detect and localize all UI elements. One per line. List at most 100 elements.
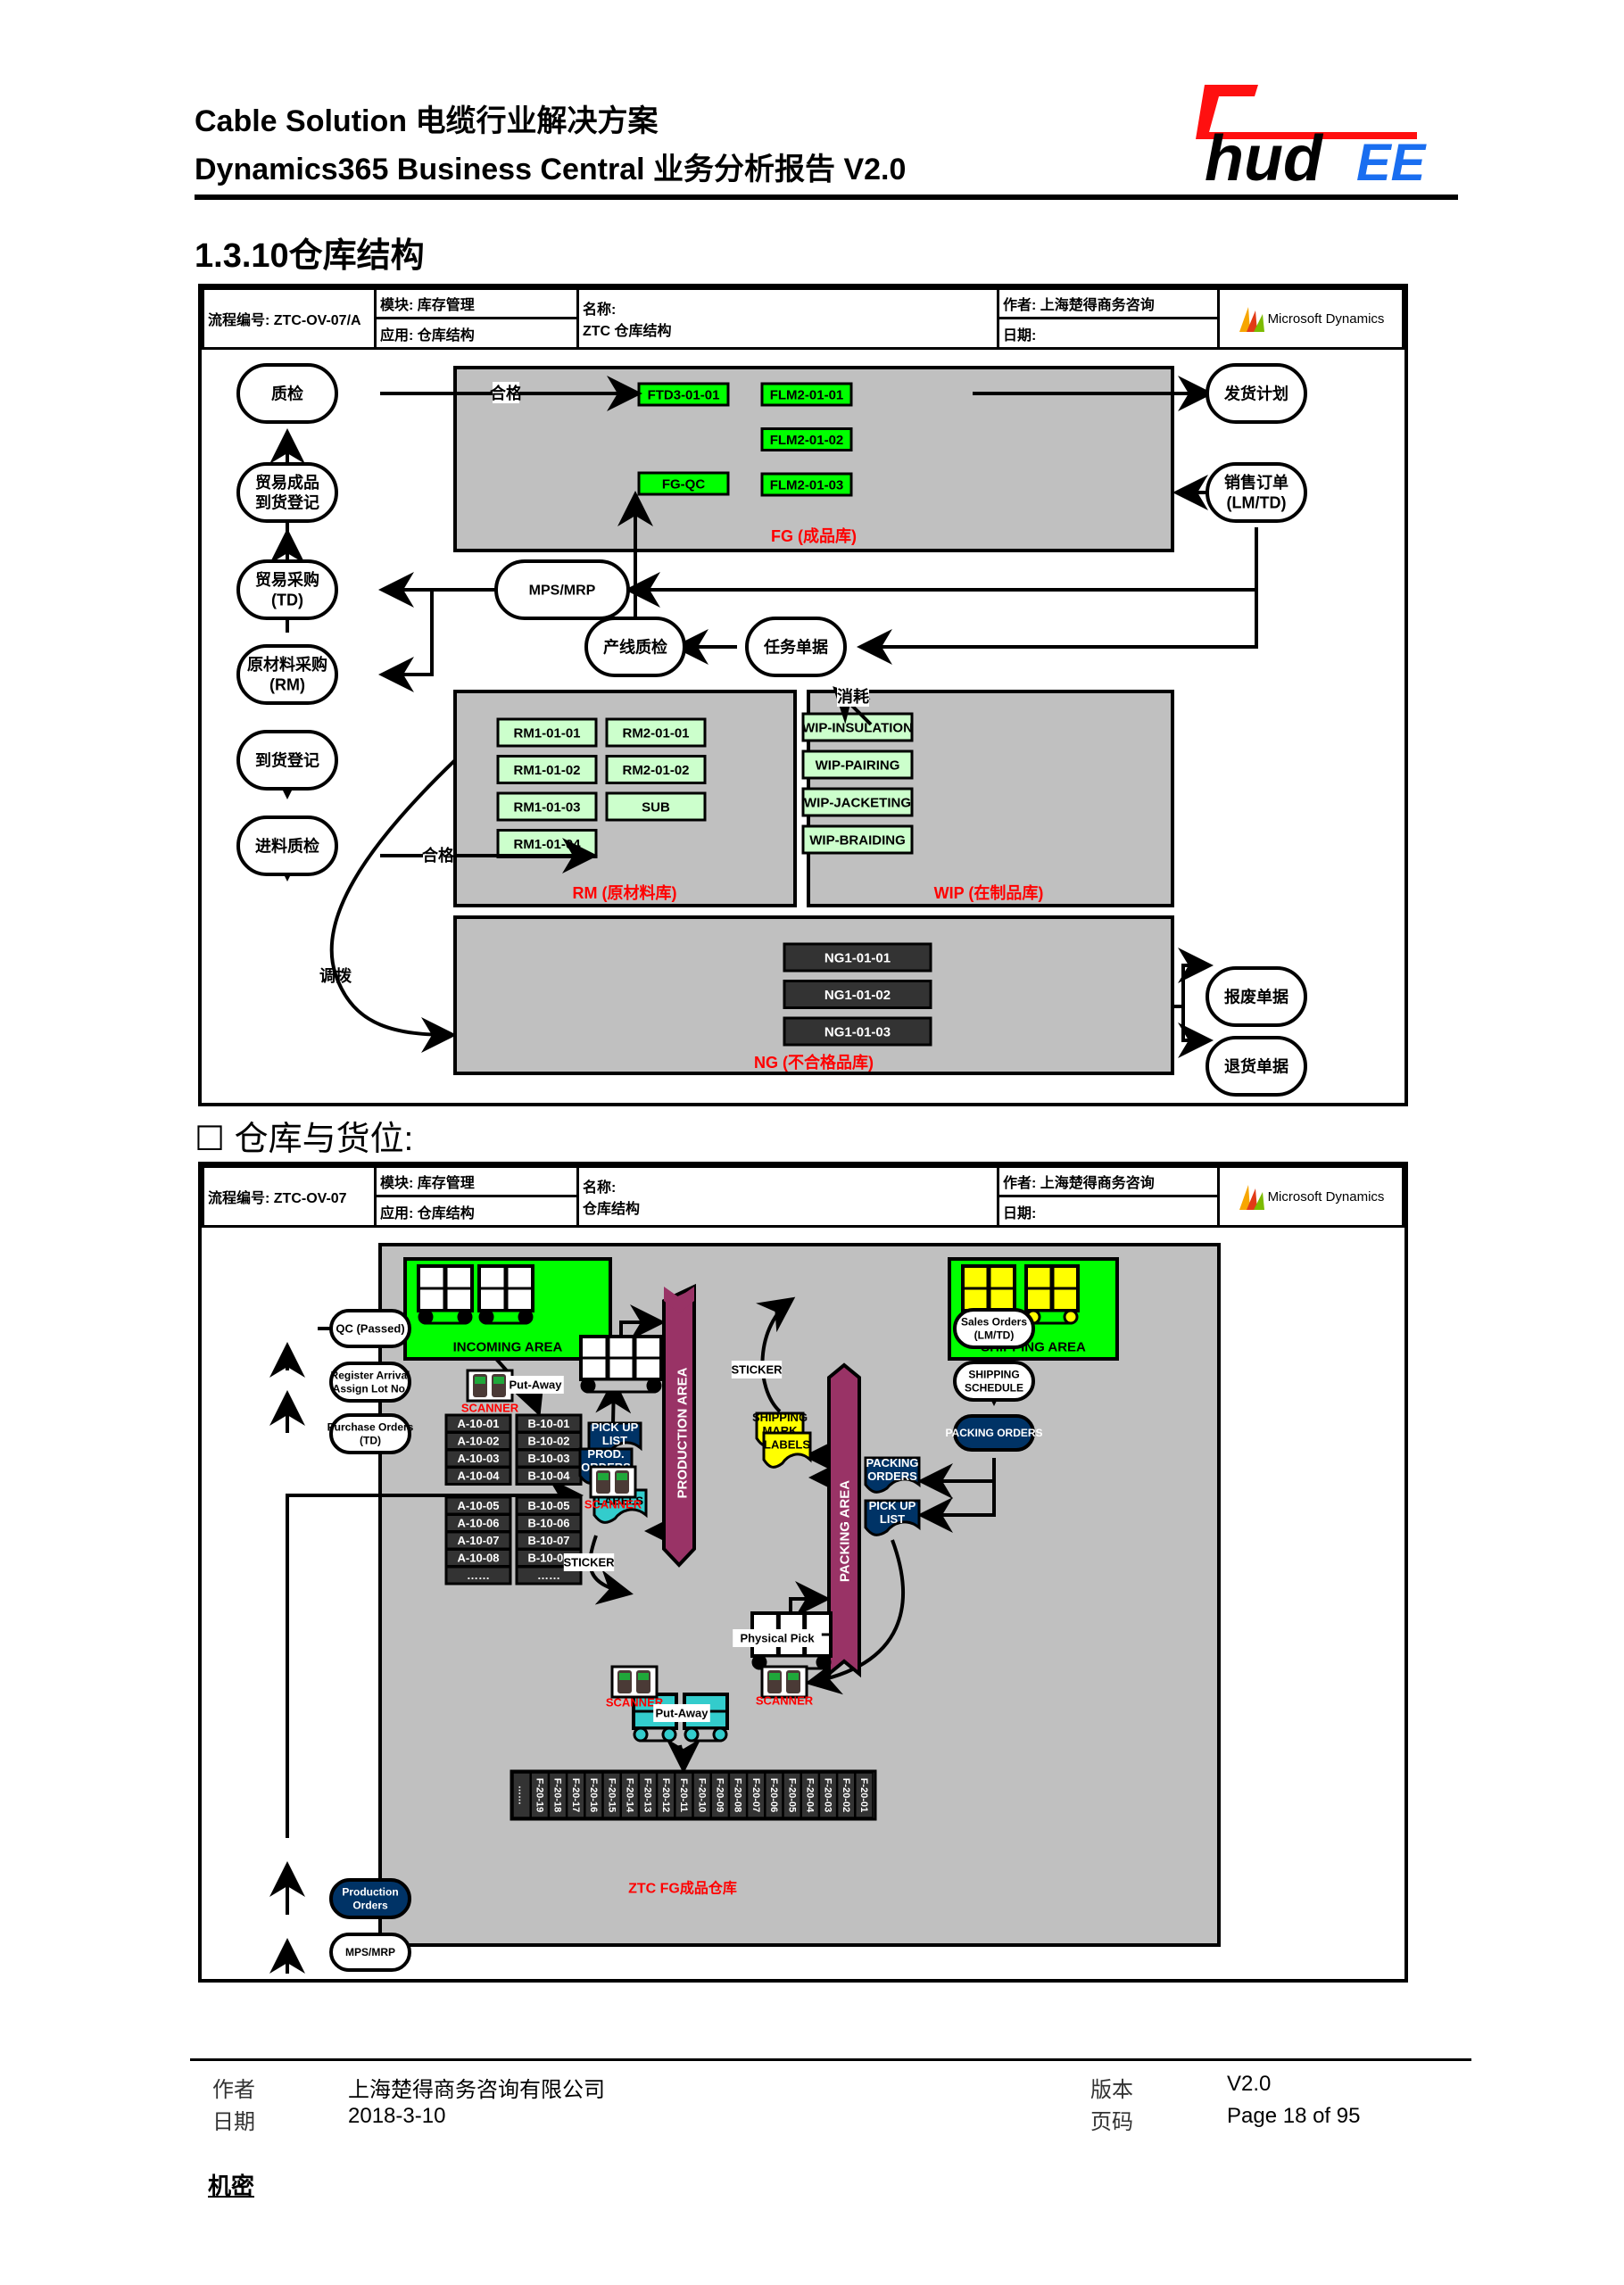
bin-rm[interactable]: RM1-01-01 <box>496 717 598 748</box>
bin-f[interactable]: F-20-18 <box>548 1772 568 1818</box>
node-line-qc[interactable]: 产线质检 <box>584 617 686 677</box>
bin-a[interactable]: A-10-06 <box>444 1513 512 1533</box>
bin-wip[interactable]: WIP-JACKETING <box>801 787 914 817</box>
bin-fg[interactable]: FLM2-01-01 <box>760 382 853 407</box>
bin-f[interactable]: F-20-13 <box>638 1772 658 1818</box>
node-shape <box>236 730 338 791</box>
bin-ng[interactable]: NG1-01-02 <box>783 980 932 1009</box>
bin-b[interactable]: B-10-06 <box>515 1513 583 1533</box>
bin-wip[interactable]: WIP-BRAIDING <box>801 824 914 855</box>
bin-f[interactable]: F-20-19 <box>530 1772 550 1818</box>
bin-a[interactable]: A-10-04 <box>444 1466 512 1486</box>
bin-fg[interactable]: FLM2-01-03 <box>760 472 853 497</box>
node-sales-orders-right[interactable]: Sales Orders(LM/TD) <box>953 1308 1035 1349</box>
node-qc-passed[interactable]: QC (Passed) <box>329 1309 411 1348</box>
bin-fg[interactable]: FG-QC <box>637 471 730 496</box>
bin-ng[interactable]: NG1-01-03 <box>783 1016 932 1047</box>
left-node[interactable]: 贸易采购(TD) <box>236 559 338 620</box>
ms-dynamics-logo: Microsoft Dynamics <box>1217 287 1404 350</box>
footer-version-label: 版本 <box>1090 2077 1133 2102</box>
bin-label: FLM2-01-01 <box>770 387 844 402</box>
right-node[interactable]: 退货单据 <box>1206 1036 1307 1097</box>
bin-fg[interactable]: FTD3-01-01 <box>637 382 730 407</box>
node-purchase-orders[interactable]: Purchase Orders(TD) <box>327 1413 414 1454</box>
bin-a[interactable]: A-10-03 <box>444 1448 512 1469</box>
bin-label: A-10-04 <box>458 1470 501 1483</box>
bin-f[interactable]: F-20-14 <box>620 1772 640 1818</box>
bin-ng[interactable]: NG1-01-01 <box>783 942 932 973</box>
node-label: 到货登记 <box>255 750 319 769</box>
bin-b[interactable]: B-10-04 <box>515 1466 583 1486</box>
bin-f[interactable]: F-20-12 <box>656 1772 675 1818</box>
bin-rm[interactable]: RM1-01-03 <box>496 791 598 822</box>
bin-b[interactable]: B-10-01 <box>515 1413 583 1434</box>
left-node[interactable]: 质检 <box>236 363 338 424</box>
doc-labels-yellow[interactable]: LABELS <box>762 1431 812 1469</box>
bin-shape <box>637 471 730 496</box>
bin-wip[interactable]: WIP-PAIRING <box>801 749 914 780</box>
bin-wip[interactable]: WIP-INSULATION <box>801 712 914 742</box>
bin-f[interactable]: F-20-07 <box>746 1772 766 1818</box>
bin-f-label: F-20-04 <box>804 1778 815 1813</box>
bin-b[interactable]: B-10-02 <box>515 1431 583 1451</box>
bin-f[interactable]: F-20-05 <box>783 1772 801 1818</box>
left-node[interactable]: 到货登记 <box>236 730 338 791</box>
bin-a[interactable]: A-10-05 <box>444 1495 512 1516</box>
bin-b[interactable]: B-10-03 <box>515 1448 583 1469</box>
meta-module: 模块: 库存管理 <box>374 287 579 319</box>
left-node[interactable]: 原材料采购(RM) <box>236 644 338 705</box>
bin-a[interactable]: …… <box>444 1565 512 1585</box>
bin-f[interactable]: F-20-15 <box>602 1772 621 1818</box>
bin-f[interactable]: F-20-06 <box>765 1772 783 1818</box>
bin-f[interactable]: F-20-10 <box>692 1772 711 1818</box>
node-shape <box>329 1362 411 1403</box>
bin-shape <box>444 1565 512 1585</box>
bin-f[interactable]: F-20-17 <box>566 1772 585 1818</box>
node-mps-mrp[interactable]: MPS/MRP <box>329 1933 411 1972</box>
bin-b[interactable]: B-10-07 <box>515 1530 583 1551</box>
bin-a[interactable]: A-10-02 <box>444 1431 512 1451</box>
bin-f[interactable]: F-20-02 <box>836 1772 856 1818</box>
bin-a[interactable]: A-10-01 <box>444 1413 512 1434</box>
bin-b[interactable]: B-10-05 <box>515 1495 583 1516</box>
bin-fg[interactable]: FLM2-01-02 <box>760 427 853 451</box>
bin-shape <box>801 787 914 817</box>
node-shape <box>584 617 686 677</box>
production-area-label: PRODUCTION AREA <box>675 1367 690 1498</box>
bin-f[interactable]: F-20-09 <box>710 1772 730 1818</box>
bin-rm[interactable]: RM1-01-02 <box>496 755 598 784</box>
right-node[interactable]: 发货计划 <box>1206 363 1307 424</box>
bin-f[interactable]: F-20-11 <box>675 1772 693 1818</box>
bin-rm[interactable]: RM1-01-04 <box>496 829 598 858</box>
meta-date: 日期: <box>997 317 1220 350</box>
node-packing-orders[interactable]: PACKING ORDERS <box>945 1414 1043 1452</box>
bin-f[interactable]: F-20-08 <box>728 1772 748 1818</box>
header-rule <box>195 195 1458 200</box>
bin-rm[interactable]: SUB <box>605 791 707 822</box>
bin-rm[interactable]: RM2-01-02 <box>605 755 707 784</box>
bin-f[interactable]: F-20-03 <box>818 1772 838 1818</box>
left-node[interactable]: 进料质检 <box>236 815 338 876</box>
bin-f[interactable]: …… <box>512 1772 531 1818</box>
bin-f[interactable]: F-20-04 <box>800 1772 820 1818</box>
bin-a[interactable]: A-10-08 <box>444 1548 512 1568</box>
right-node[interactable]: 报废单据 <box>1206 966 1307 1027</box>
ms-dynamics-text: Microsoft Dynamics <box>1267 310 1385 327</box>
node-mps-mrp[interactable]: MPS/MRP <box>494 559 630 620</box>
footer-rule <box>190 2058 1471 2061</box>
node-task-doc[interactable]: 任务单据 <box>745 617 847 677</box>
meta-date: 日期: <box>997 1195 1220 1228</box>
right-node[interactable]: 销售订单(LM/TD) <box>1206 462 1307 523</box>
bin-f[interactable]: F-20-01 <box>855 1772 874 1818</box>
node-label: 产线质检 <box>603 637 667 656</box>
bin-rm[interactable]: RM2-01-01 <box>605 717 707 748</box>
left-node[interactable]: 贸易成品到货登记 <box>236 462 338 523</box>
bin-a[interactable]: A-10-07 <box>444 1530 512 1551</box>
bin-f-label: F-20-17 <box>570 1778 581 1813</box>
bin-f[interactable]: F-20-16 <box>584 1772 603 1818</box>
